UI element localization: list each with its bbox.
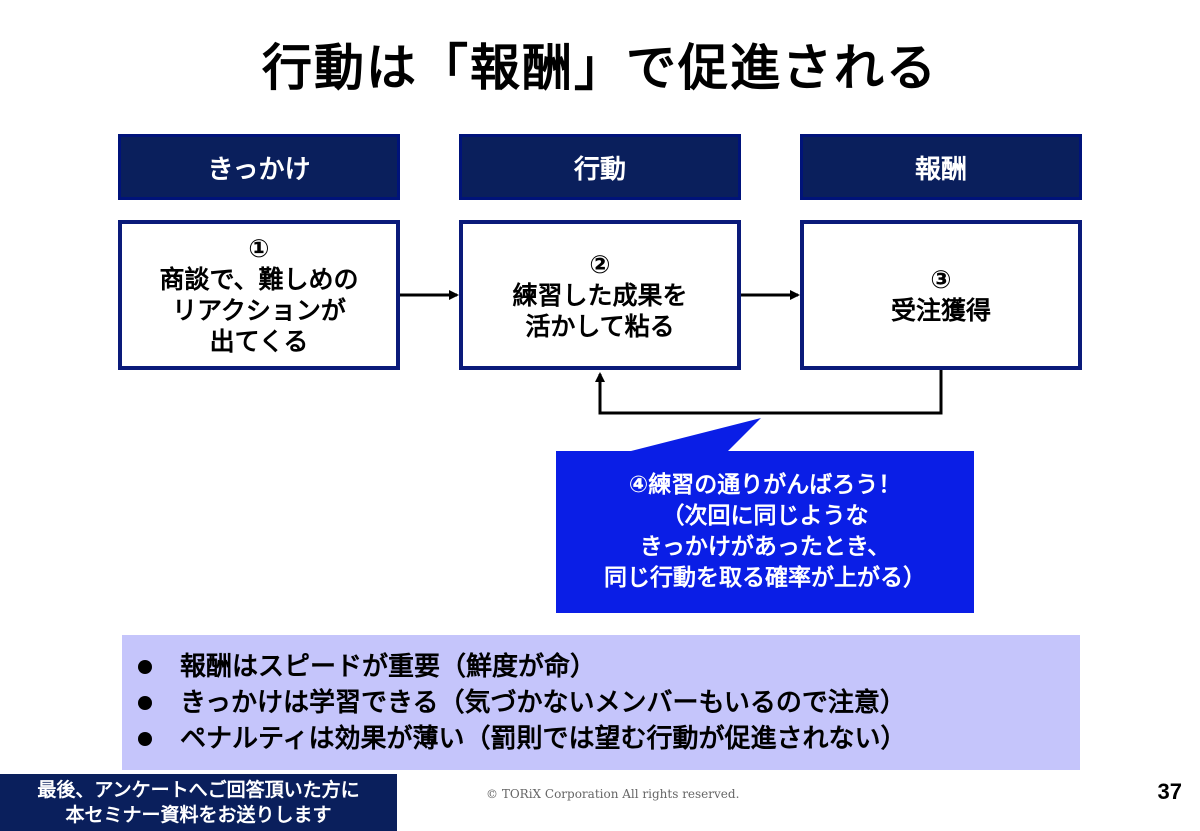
- step-line: 活かして粘る: [525, 311, 675, 341]
- copyright: © TORiX Corporation All rights reserved.: [486, 787, 740, 801]
- step-box-trigger: ① 商談で、難しめの リアクションが 出てくる: [118, 220, 400, 370]
- step-line: 練習した成果を: [512, 280, 688, 310]
- bullet-text: きっかけは学習できる（気づかないメンバーもいるので注意）: [180, 688, 906, 718]
- step-number: ③: [930, 265, 952, 294]
- bullet-icon: [138, 660, 152, 674]
- step-box-action: ② 練習した成果を 活かして粘る: [459, 220, 741, 370]
- survey-notice-line: 最後、アンケートへご回答頂いた方に: [37, 778, 360, 801]
- survey-notice: 最後、アンケートへご回答頂いた方に 本セミナー資料をお送りします: [0, 774, 397, 831]
- step-line: 出てくる: [209, 327, 309, 356]
- step-box-reward: ③ 受注獲得: [800, 220, 1082, 370]
- step-line: リアクションが: [172, 296, 346, 325]
- bullet-item: きっかけは学習できる（気づかないメンバーもいるので注意）: [138, 685, 1080, 721]
- callout-line: きっかけがあったとき、: [639, 534, 891, 560]
- callout-line: ④練習の通りがんばろう！: [628, 472, 902, 498]
- bullet-text: 報酬はスピードが重要（鮮度が命）: [180, 652, 597, 682]
- step-number: ①: [248, 234, 270, 263]
- reinforcement-callout: ④練習の通りがんばろう！ （次回に同じような きっかけがあったとき、 同じ行動を…: [556, 451, 974, 613]
- step-line: 受注獲得: [890, 296, 991, 325]
- bullet-text: ペナルティは効果が薄い（罰則では望む行動が促進されない）: [180, 724, 907, 754]
- bullet-item: 報酬はスピードが重要（鮮度が命）: [138, 649, 1080, 685]
- step-number: ②: [589, 249, 611, 279]
- header-reward: 報酬: [800, 134, 1082, 200]
- header-trigger: きっかけ: [118, 134, 400, 200]
- bullet-item: ペナルティは効果が薄い（罰則では望む行動が促進されない）: [138, 721, 1080, 757]
- bullet-icon: [138, 732, 152, 746]
- bullet-icon: [138, 696, 152, 710]
- header-trigger-label: きっかけ: [207, 154, 311, 185]
- feedback-loop-arrow: [595, 370, 943, 415]
- callout-line: （次回に同じような: [661, 503, 869, 529]
- callout-pointer: [627, 418, 761, 452]
- step-line: 商談で、難しめの: [159, 265, 359, 294]
- survey-notice-line: 本セミナー資料をお送りします: [65, 803, 332, 826]
- header-action: 行動: [459, 134, 741, 200]
- header-action-label: 行動: [573, 154, 626, 185]
- page-number: 37: [1157, 779, 1182, 804]
- header-reward-label: 報酬: [914, 154, 967, 185]
- callout-line: 同じ行動を取る確率が上がる）: [604, 565, 926, 591]
- key-points-panel: 報酬はスピードが重要（鮮度が命） きっかけは学習できる（気づかないメンバーもいる…: [122, 635, 1080, 770]
- slide-title: 行動は「報酬」で促進される: [262, 39, 938, 97]
